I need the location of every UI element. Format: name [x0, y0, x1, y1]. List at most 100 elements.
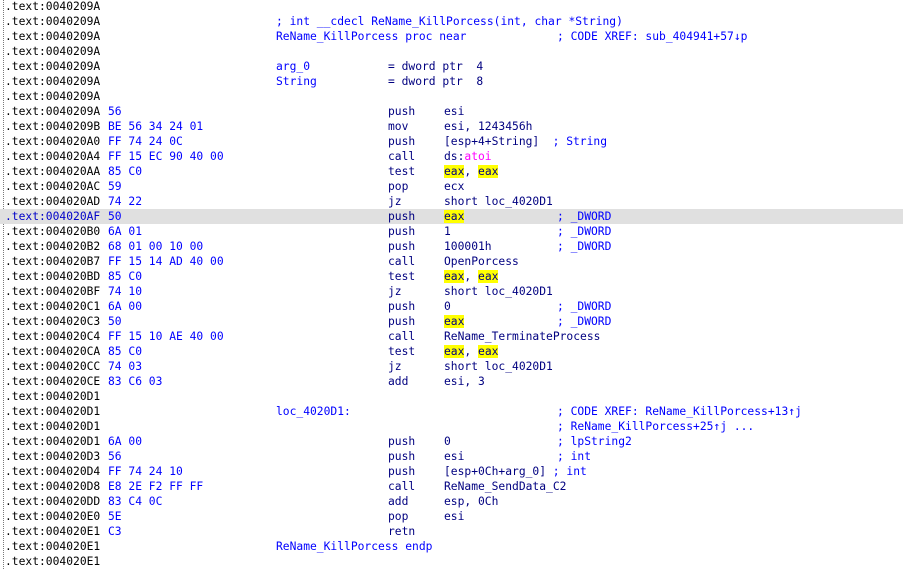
operand-token[interactable]: ds:: [444, 150, 465, 163]
operand-token[interactable]: ecx: [444, 180, 465, 193]
operand-token[interactable]: ReName_SendData_C2: [444, 480, 567, 493]
operand-token[interactable]: short loc_4020D1: [444, 360, 553, 373]
code-label: String: [276, 75, 317, 88]
instruction-operands: esi: [444, 449, 464, 464]
line-comment: ; _DWORD: [557, 225, 612, 238]
instruction-operands: 1: [444, 224, 451, 239]
instruction-mnemonic: jz: [388, 360, 402, 373]
line-address: .text:0040209B: [5, 120, 101, 133]
operand-token[interactable]: esi, 3: [444, 375, 485, 388]
line-address: .text:004020D1: [5, 390, 101, 403]
operand-token[interactable]: esi: [444, 450, 465, 463]
highlighted-register[interactable]: eax: [444, 345, 465, 358]
opcode-bytes: 56: [108, 105, 122, 118]
line-address: .text:004020AC: [5, 180, 101, 193]
highlighted-register[interactable]: eax: [478, 270, 499, 283]
operand-token[interactable]: [esp+0Ch+arg_0]: [444, 465, 547, 478]
highlighted-register[interactable]: eax: [478, 345, 499, 358]
operand-token[interactable]: [esp+4+String]: [444, 135, 540, 148]
disasm-line[interactable]: .text:0040209A: [0, 89, 903, 104]
instruction-mnemonic: add: [388, 375, 409, 388]
operand-token[interactable]: esi, 1243456h: [444, 120, 533, 133]
instruction-mnemonic: jz: [388, 195, 402, 208]
operand-token[interactable]: ,: [464, 345, 479, 358]
highlighted-register[interactable]: eax: [444, 165, 465, 178]
line-address: .text:004020B7: [5, 255, 101, 268]
operand-token[interactable]: short loc_4020D1: [444, 195, 553, 208]
operand-token[interactable]: ReName_TerminateProcess: [444, 330, 601, 343]
line-comment: ; int: [546, 465, 587, 478]
line-address: .text:004020AA: [5, 165, 101, 178]
highlighted-register[interactable]: eax: [444, 210, 465, 223]
line-address: .text:004020E1: [5, 525, 101, 538]
line-comment: ; _DWORD: [557, 210, 612, 223]
instruction-operands: eax, eax: [444, 164, 499, 179]
operand-token[interactable]: esi: [444, 105, 465, 118]
highlighted-register[interactable]: eax: [478, 165, 499, 178]
highlighted-register[interactable]: eax: [444, 315, 465, 328]
operand-token[interactable]: OpenPorcess: [444, 255, 519, 268]
instruction-mnemonic: test: [388, 165, 416, 178]
opcode-bytes: 56: [108, 450, 122, 463]
operand-token[interactable]: esp, 0Ch: [444, 495, 499, 508]
operand-token[interactable]: 0: [444, 300, 451, 313]
operand-token[interactable]: ,: [464, 270, 479, 283]
operand-token[interactable]: esi: [444, 510, 465, 523]
disasm-line[interactable]: .text:004020D1; ReName_KillPorcess+25↑j …: [0, 419, 903, 434]
operand-token[interactable]: short loc_4020D1: [444, 285, 553, 298]
instruction-mnemonic: mov: [388, 120, 409, 133]
highlighted-register[interactable]: eax: [444, 270, 465, 283]
disasm-line[interactable]: .text:0040209A: [0, 44, 903, 59]
disasm-line[interactable]: .text:004020D1: [0, 389, 903, 404]
disasm-line[interactable]: .text:0040209A; int __cdecl ReName_KillP…: [0, 14, 903, 29]
instruction-operands: ecx: [444, 179, 464, 194]
operand-token[interactable]: 1: [444, 225, 451, 238]
instruction-mnemonic: call: [388, 330, 416, 343]
disasm-line[interactable]: .text:0040209A: [0, 0, 903, 14]
operand-token[interactable]: 0: [444, 435, 451, 448]
operand-token[interactable]: ,: [464, 165, 479, 178]
instruction-mnemonic: push: [388, 105, 416, 118]
import-name[interactable]: atoi: [464, 150, 492, 163]
instruction-mnemonic: push: [388, 315, 416, 328]
instruction-operands: [esp+4+String]: [444, 134, 539, 149]
opcode-bytes: 83 C4 0C: [108, 495, 163, 508]
instruction-mnemonic: call: [388, 150, 416, 163]
operand-token[interactable]: 100001h: [444, 240, 492, 253]
instruction-mnemonic: push: [388, 465, 416, 478]
instruction-mnemonic: push: [388, 450, 416, 463]
disasm-line[interactable]: .text:004020E1: [0, 554, 903, 569]
